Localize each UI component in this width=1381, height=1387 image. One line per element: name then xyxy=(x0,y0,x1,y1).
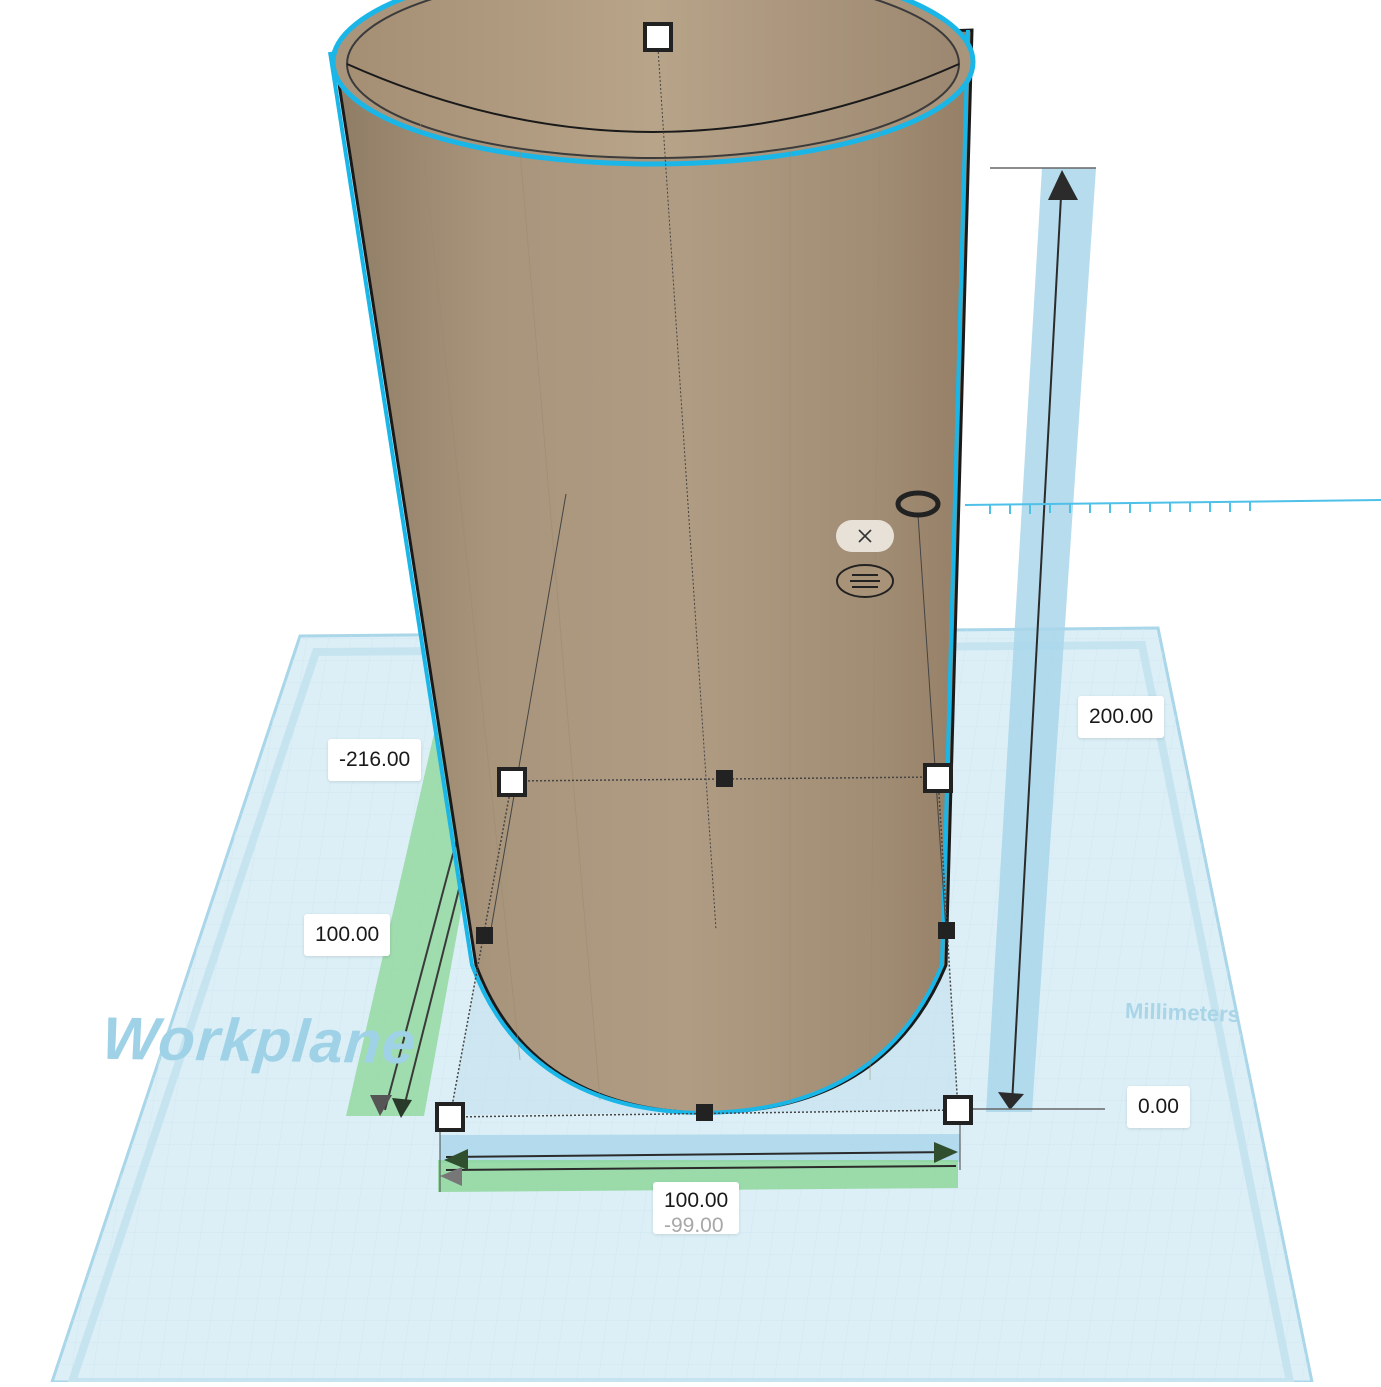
corner-handle-back-right[interactable] xyxy=(923,763,953,793)
corner-handle-front-left[interactable] xyxy=(435,1102,465,1132)
height-dimension-guide xyxy=(970,167,1105,1112)
corner-handle-front-right[interactable] xyxy=(943,1095,973,1125)
position-x-value-input[interactable]: -216.00 xyxy=(328,739,422,781)
length-value-input[interactable]: 100.00 xyxy=(304,914,391,956)
shape-menu-button[interactable] xyxy=(836,563,894,599)
rotate-handle-icon[interactable] xyxy=(895,490,941,518)
close-button[interactable] xyxy=(836,520,894,552)
hamburger-menu-icon xyxy=(836,564,894,598)
resize-handles[interactable] xyxy=(435,22,973,1132)
edge-handle-left[interactable] xyxy=(476,927,493,944)
width-dimension-guide xyxy=(438,1124,961,1192)
edge-handle-right[interactable] xyxy=(938,922,955,939)
top-height-handle[interactable] xyxy=(643,22,673,52)
workplane-title: Workplane xyxy=(99,1004,420,1077)
elevation-value-input[interactable]: 0.00 xyxy=(1127,1086,1190,1128)
width-value: 100.00 xyxy=(664,1189,729,1212)
corner-handle-back-left[interactable] xyxy=(497,767,527,797)
height-value-input[interactable]: 200.00 xyxy=(1078,696,1165,738)
width-value-input[interactable]: 100.00 xyxy=(653,1182,740,1234)
edge-handle-back[interactable] xyxy=(716,770,733,787)
ruler-guide xyxy=(964,499,1381,514)
width-ghost-value: -99.00 xyxy=(664,1214,724,1237)
edge-handle-front[interactable] xyxy=(696,1104,713,1121)
workplane-units: Millimeters xyxy=(1124,998,1241,1027)
close-icon xyxy=(858,529,872,543)
